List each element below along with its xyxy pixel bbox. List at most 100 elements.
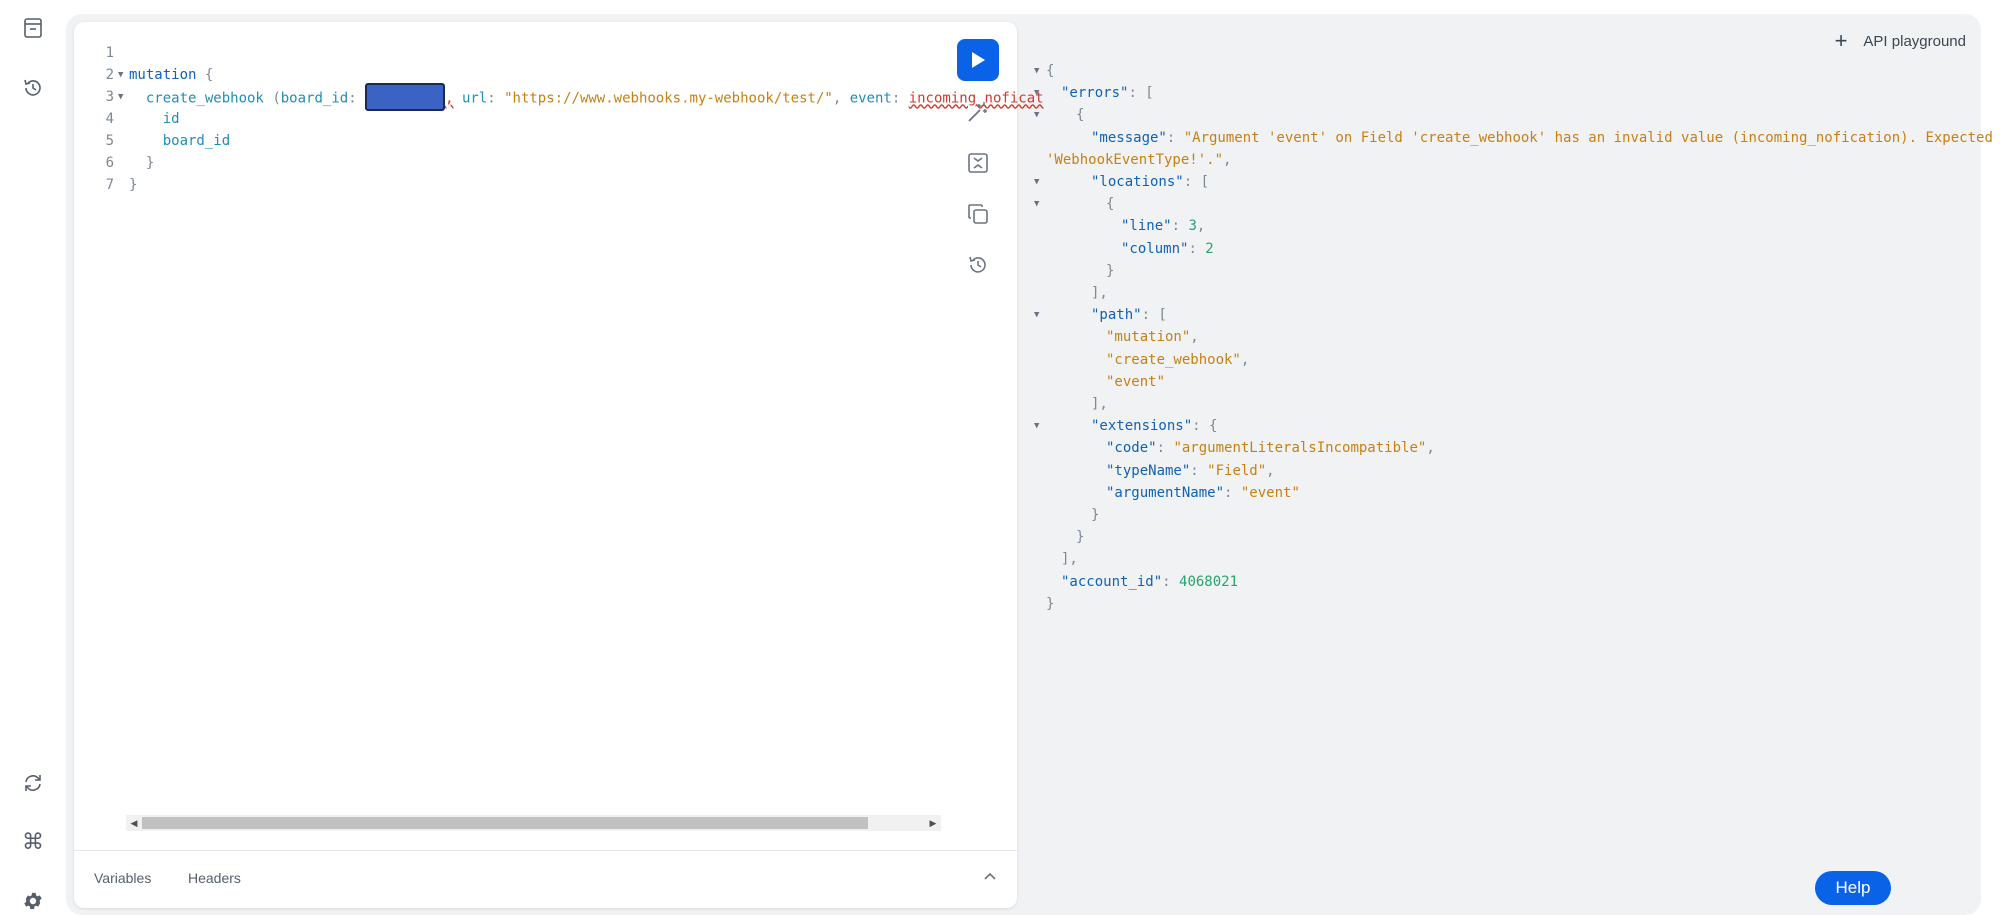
horizontal-scrollbar[interactable]: ◀ ▶: [126, 815, 941, 831]
tab-variables[interactable]: Variables: [94, 870, 152, 886]
result-token: "Argument 'event' on Field 'create_webho…: [1183, 129, 2000, 146]
result-line-text: "account_id": 4068021: [1061, 571, 1238, 593]
fold-arrow-icon[interactable]: ▼: [1034, 66, 1040, 76]
scroll-right-icon[interactable]: ▶: [929, 817, 937, 828]
result-token: "errors": [1061, 85, 1129, 102]
result-token: "message": [1091, 129, 1167, 146]
result-line-text: "typeName": "Field",: [1106, 460, 1275, 482]
command-icon[interactable]: ⌘: [22, 829, 44, 854]
result-line-text: "mutation",: [1106, 326, 1199, 348]
fold-arrow-icon[interactable]: ▼: [1034, 199, 1040, 210]
result-token: ,: [1240, 351, 1250, 368]
result-line-text: "argumentName": "event": [1106, 482, 1300, 504]
editor-tools-bar: Variables Headers: [74, 850, 1017, 908]
refresh-icon[interactable]: [19, 769, 47, 797]
result-line-text: ],: [1091, 393, 1108, 415]
fold-arrow-icon[interactable]: ▼: [1034, 310, 1040, 321]
result-token: : [: [1141, 307, 1167, 324]
scroll-left-icon[interactable]: ◀: [130, 817, 138, 828]
result-token: ],: [1061, 551, 1078, 568]
result-token: "argumentLiteralsIncompatible": [1173, 440, 1427, 457]
result-line-text: ],: [1091, 282, 1108, 304]
result-token: : [: [1183, 174, 1210, 190]
result-token: 4068021: [1179, 573, 1239, 590]
result-token: "path": [1091, 307, 1142, 324]
result-token: ],: [1091, 285, 1108, 301]
result-token: "argumentName": [1106, 484, 1225, 501]
fold-arrow-icon[interactable]: ▼: [1034, 110, 1040, 121]
result-token: {: [1046, 63, 1055, 79]
result-line-text: ],: [1061, 548, 1078, 570]
api-playground-button[interactable]: + API playground: [1835, 28, 1966, 54]
result-token: :: [1171, 218, 1189, 235]
result-token: {: [1106, 196, 1115, 213]
result-token: : [: [1128, 85, 1154, 102]
left-sidebar: ⌘: [0, 0, 66, 915]
help-button[interactable]: Help: [1815, 871, 1891, 905]
result-line-text: "column": 2: [1121, 238, 1214, 260]
result-token: :: [1224, 484, 1241, 501]
result-token: "mutation": [1106, 329, 1191, 346]
result-token: "locations": [1091, 174, 1184, 190]
result-line-text: "message": "Argument 'event' on Field 'c…: [1091, 127, 2000, 149]
result-line-text: }: [1076, 526, 1084, 548]
result-token: :: [1166, 129, 1184, 146]
result-line-text: "create_webhook",: [1106, 349, 1249, 371]
result-token: ,: [1266, 462, 1275, 479]
result-token: "event": [1106, 373, 1166, 390]
merge-fragments-icon[interactable]: [957, 142, 999, 184]
result-token: "account_id": [1061, 573, 1163, 590]
api-playground-label: API playground: [1863, 32, 1966, 50]
result-token: : {: [1192, 418, 1218, 435]
plus-icon: +: [1834, 28, 1848, 53]
result-line-text: "event": [1106, 371, 1165, 393]
result-token: "line": [1121, 218, 1172, 235]
result-line-text: }: [1091, 504, 1099, 526]
fold-arrow-icon[interactable]: ▼: [1034, 177, 1040, 187]
result-token: :: [1190, 462, 1208, 479]
result-token: }: [1091, 507, 1100, 523]
history-icon[interactable]: [19, 74, 47, 102]
fold-arrow-icon[interactable]: ▼: [1034, 421, 1040, 432]
result-token: "typeName": [1106, 462, 1191, 479]
redacted-board-id: [365, 83, 446, 111]
result-token: "extensions": [1091, 418, 1193, 435]
gear-icon[interactable]: [19, 887, 47, 915]
result-token: 2: [1205, 240, 1214, 257]
result-token: "event": [1240, 484, 1300, 501]
result-line-text: "errors": [: [1061, 82, 1154, 104]
fold-arrow-icon[interactable]: ▼: [118, 70, 124, 80]
scrollbar-thumb[interactable]: [142, 817, 868, 829]
tab-headers[interactable]: Headers: [188, 870, 241, 886]
result-token: }: [1046, 595, 1055, 612]
fold-arrow-icon[interactable]: ▼: [118, 92, 124, 102]
result-token: 'WebhookEventType!'.": [1046, 151, 1224, 168]
document-icon[interactable]: [19, 14, 47, 42]
result-token: :: [1188, 240, 1206, 257]
result-token: "create_webhook": [1106, 351, 1241, 368]
run-button[interactable]: [957, 39, 999, 81]
result-token: ,: [1426, 440, 1435, 457]
chevron-up-icon[interactable]: [983, 869, 997, 888]
result-line-text: "line": 3,: [1121, 215, 1205, 237]
result-line-text: {: [1076, 104, 1084, 126]
history-icon[interactable]: [957, 244, 999, 286]
result-token: "Field": [1207, 462, 1267, 479]
result-line-text: }: [1046, 593, 1054, 615]
result-line-text: {: [1046, 60, 1054, 82]
copy-icon[interactable]: [957, 193, 999, 235]
result-line-text: "code": "argumentLiteralsIncompatible",: [1106, 437, 1435, 459]
result-token: }: [1076, 529, 1085, 546]
result-token: ,: [1196, 218, 1206, 235]
result-token: 3: [1188, 218, 1197, 235]
fold-arrow-icon[interactable]: ▼: [1034, 88, 1040, 99]
result-line-text: {: [1106, 193, 1114, 215]
result-token: {: [1076, 107, 1085, 124]
prettify-icon[interactable]: [957, 91, 999, 133]
result-line-text: "extensions": {: [1091, 415, 1217, 437]
query-editor[interactable]: 1 2 ▼ mutation { 3 ▼ create_webhook (boa…: [74, 22, 1044, 908]
result-token: }: [1106, 262, 1115, 279]
result-line-text: }: [1106, 260, 1114, 282]
result-token: ,: [1190, 329, 1199, 346]
result-line-text: 'WebhookEventType!'.",: [1046, 149, 1231, 171]
